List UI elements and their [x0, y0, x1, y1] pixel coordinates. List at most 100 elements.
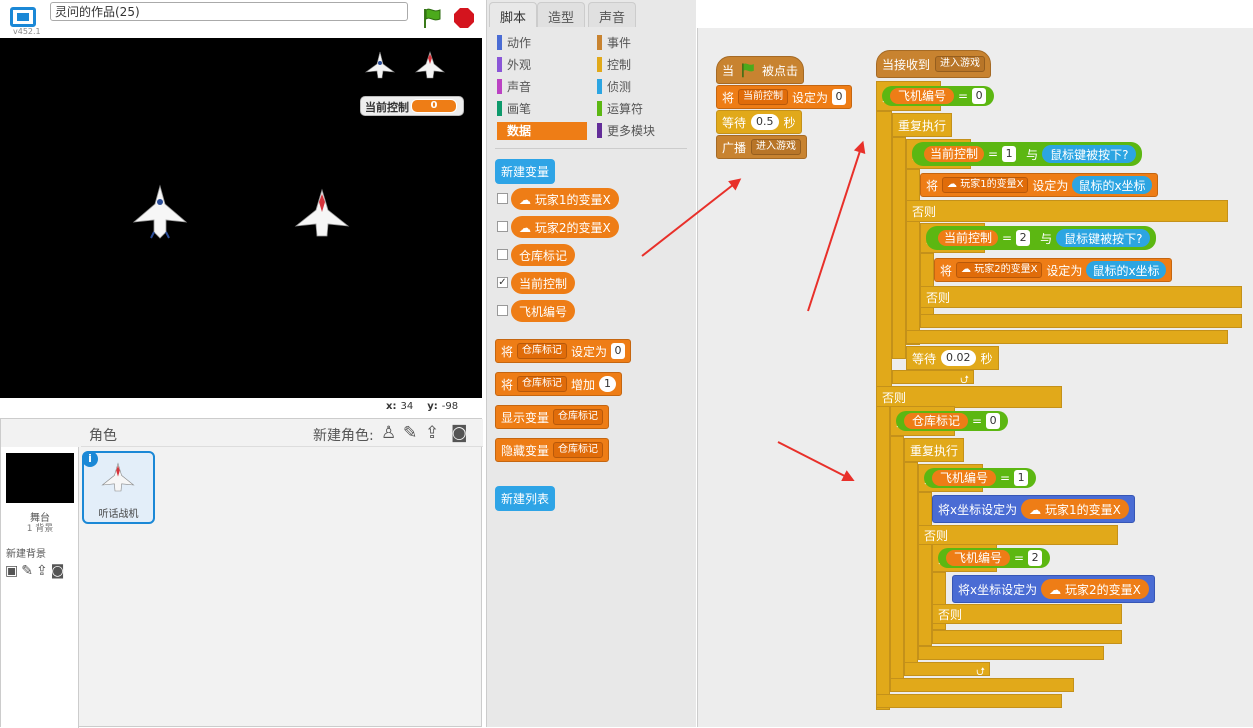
set-x-p1-block[interactable]: 将x坐标设定为☁ 玩家1的变量X: [932, 495, 1135, 523]
variable-checkbox[interactable]: [497, 249, 508, 260]
else-outer-arm: [876, 406, 890, 710]
category-9[interactable]: 更多模块: [597, 122, 687, 140]
broadcast-block[interactable]: 广播进入游戏: [716, 135, 808, 159]
stage-thumbnail[interactable]: [6, 453, 74, 503]
variable-reporter[interactable]: ☁ 玩家1的变量X: [511, 188, 619, 210]
category-color-swatch: [597, 123, 602, 138]
variable-reporter[interactable]: 当前控制: [511, 272, 576, 294]
variable-name: 玩家1的变量X: [534, 193, 611, 207]
if-end-5: [890, 678, 1074, 692]
if-store-0-block[interactable]: 如果仓库标记=0那么: [890, 406, 1009, 436]
plane-blue-icon[interactable]: [130, 182, 190, 242]
tab-bar: 脚本 造型 声音: [487, 0, 697, 27]
plane-small-2-icon: [415, 51, 445, 79]
new-list-button[interactable]: 新建列表: [495, 486, 556, 511]
if-plane-2-block[interactable]: 如果飞机编号=2那么: [932, 544, 1051, 572]
category-label: 侦测: [607, 80, 632, 94]
category-color-swatch: [597, 35, 602, 50]
category-color-swatch: [597, 79, 602, 94]
fullscreen-icon[interactable]: [10, 7, 36, 27]
category-7[interactable]: 运算符: [597, 100, 687, 118]
paint-icon[interactable]: ✎: [403, 423, 418, 443]
if-plane-1-block[interactable]: 如果飞机编号=1那么: [918, 464, 1037, 492]
tab-sounds[interactable]: 声音: [588, 2, 637, 27]
if-end-2: [920, 314, 1242, 328]
new-variable-button[interactable]: 新建变量: [495, 159, 556, 184]
sprite-name: 听话战机: [98, 509, 139, 520]
variable-reporter[interactable]: ☁ 玩家2的变量X: [511, 216, 619, 238]
set-x-p2-block[interactable]: 将x坐标设定为☁ 玩家2的变量X: [952, 575, 1155, 603]
check-mark: ✓: [498, 277, 507, 288]
hide-var-block[interactable]: 隐藏变量仓库标记: [495, 438, 610, 462]
category-6[interactable]: 画笔: [497, 100, 587, 118]
category-1[interactable]: 事件: [597, 34, 687, 52]
forever-block-2[interactable]: 重复执行: [904, 438, 965, 462]
sprite-library-icon[interactable]: ♙: [381, 423, 397, 443]
green-flag-icon: [742, 63, 754, 78]
backdrop-tools[interactable]: ▣✎⇪◙: [5, 563, 68, 579]
variable-reporter[interactable]: 飞机编号: [511, 300, 576, 322]
variable-name: 飞机编号: [519, 305, 568, 319]
camera-icon[interactable]: ◙: [451, 423, 468, 443]
plane-red-icon[interactable]: [292, 186, 352, 246]
if-end-1: [906, 330, 1228, 344]
category-color-swatch: [497, 79, 502, 94]
if-store-arm: [890, 436, 904, 690]
forever-end-2: ⮍: [904, 662, 990, 678]
show-var-block[interactable]: 显示变量仓库标记: [495, 405, 610, 429]
new-sprite-label: 新建角色:: [313, 428, 374, 444]
upload-icon[interactable]: ⇪: [425, 423, 440, 443]
category-label: 控制: [607, 58, 632, 72]
if-else-arm: [906, 169, 920, 345]
variable-reporter[interactable]: 仓库标记: [511, 244, 576, 266]
if-end-outer: [876, 694, 1062, 708]
category-label: 更多模块: [607, 124, 656, 138]
category-color-swatch: [497, 123, 502, 138]
category-3[interactable]: 控制: [597, 56, 687, 74]
forever-arm-2: [904, 462, 918, 674]
category-5[interactable]: 侦测: [597, 78, 687, 96]
tab-scripts[interactable]: 脚本: [489, 2, 538, 27]
green-flag-icon[interactable]: [421, 7, 443, 29]
variable-checkbox[interactable]: [497, 193, 508, 204]
tab-costumes[interactable]: 造型: [537, 2, 586, 27]
forever-block[interactable]: 重复执行: [892, 113, 953, 137]
sprite-pane: 角色 新建角色: ♙ ✎ ⇪ ◙ 舞台 1 背景 新建背景 ▣✎⇪◙ i 听话战…: [0, 418, 483, 728]
category-8[interactable]: 数据: [497, 122, 587, 140]
project-title-input[interactable]: [50, 2, 408, 21]
variable-checkbox[interactable]: [497, 305, 508, 316]
sprite-header: 角色 新建角色: ♙ ✎ ⇪ ◙: [81, 419, 483, 447]
block-palette: 脚本 造型 声音 动作事件外观控制声音侦测画笔运算符数据更多模块 新建变量 ☁ …: [486, 0, 696, 727]
monitor-value: 0: [411, 99, 457, 113]
when-flag-hat[interactable]: 当被点击: [716, 56, 805, 84]
stop-icon[interactable]: [454, 8, 474, 28]
category-label: 数据: [507, 124, 532, 138]
if-end-3: [932, 630, 1122, 644]
cloud-icon: ☁: [519, 193, 531, 207]
sprite-thumbnail[interactable]: i 听话战机: [82, 451, 155, 524]
variable-checkbox[interactable]: [497, 221, 508, 232]
category-color-swatch: [497, 35, 502, 50]
category-color-swatch: [597, 57, 602, 72]
variable-checkbox[interactable]: ✓: [497, 277, 508, 288]
category-2[interactable]: 外观: [497, 56, 587, 74]
when-receive-hat[interactable]: 当接收到进入游戏: [876, 50, 992, 78]
category-4[interactable]: 声音: [497, 78, 587, 96]
info-icon[interactable]: i: [82, 451, 98, 467]
category-0[interactable]: 动作: [497, 34, 587, 52]
category-label: 声音: [507, 80, 532, 94]
if-plane-0-block[interactable]: 如果飞机编号=0那么: [876, 81, 995, 111]
